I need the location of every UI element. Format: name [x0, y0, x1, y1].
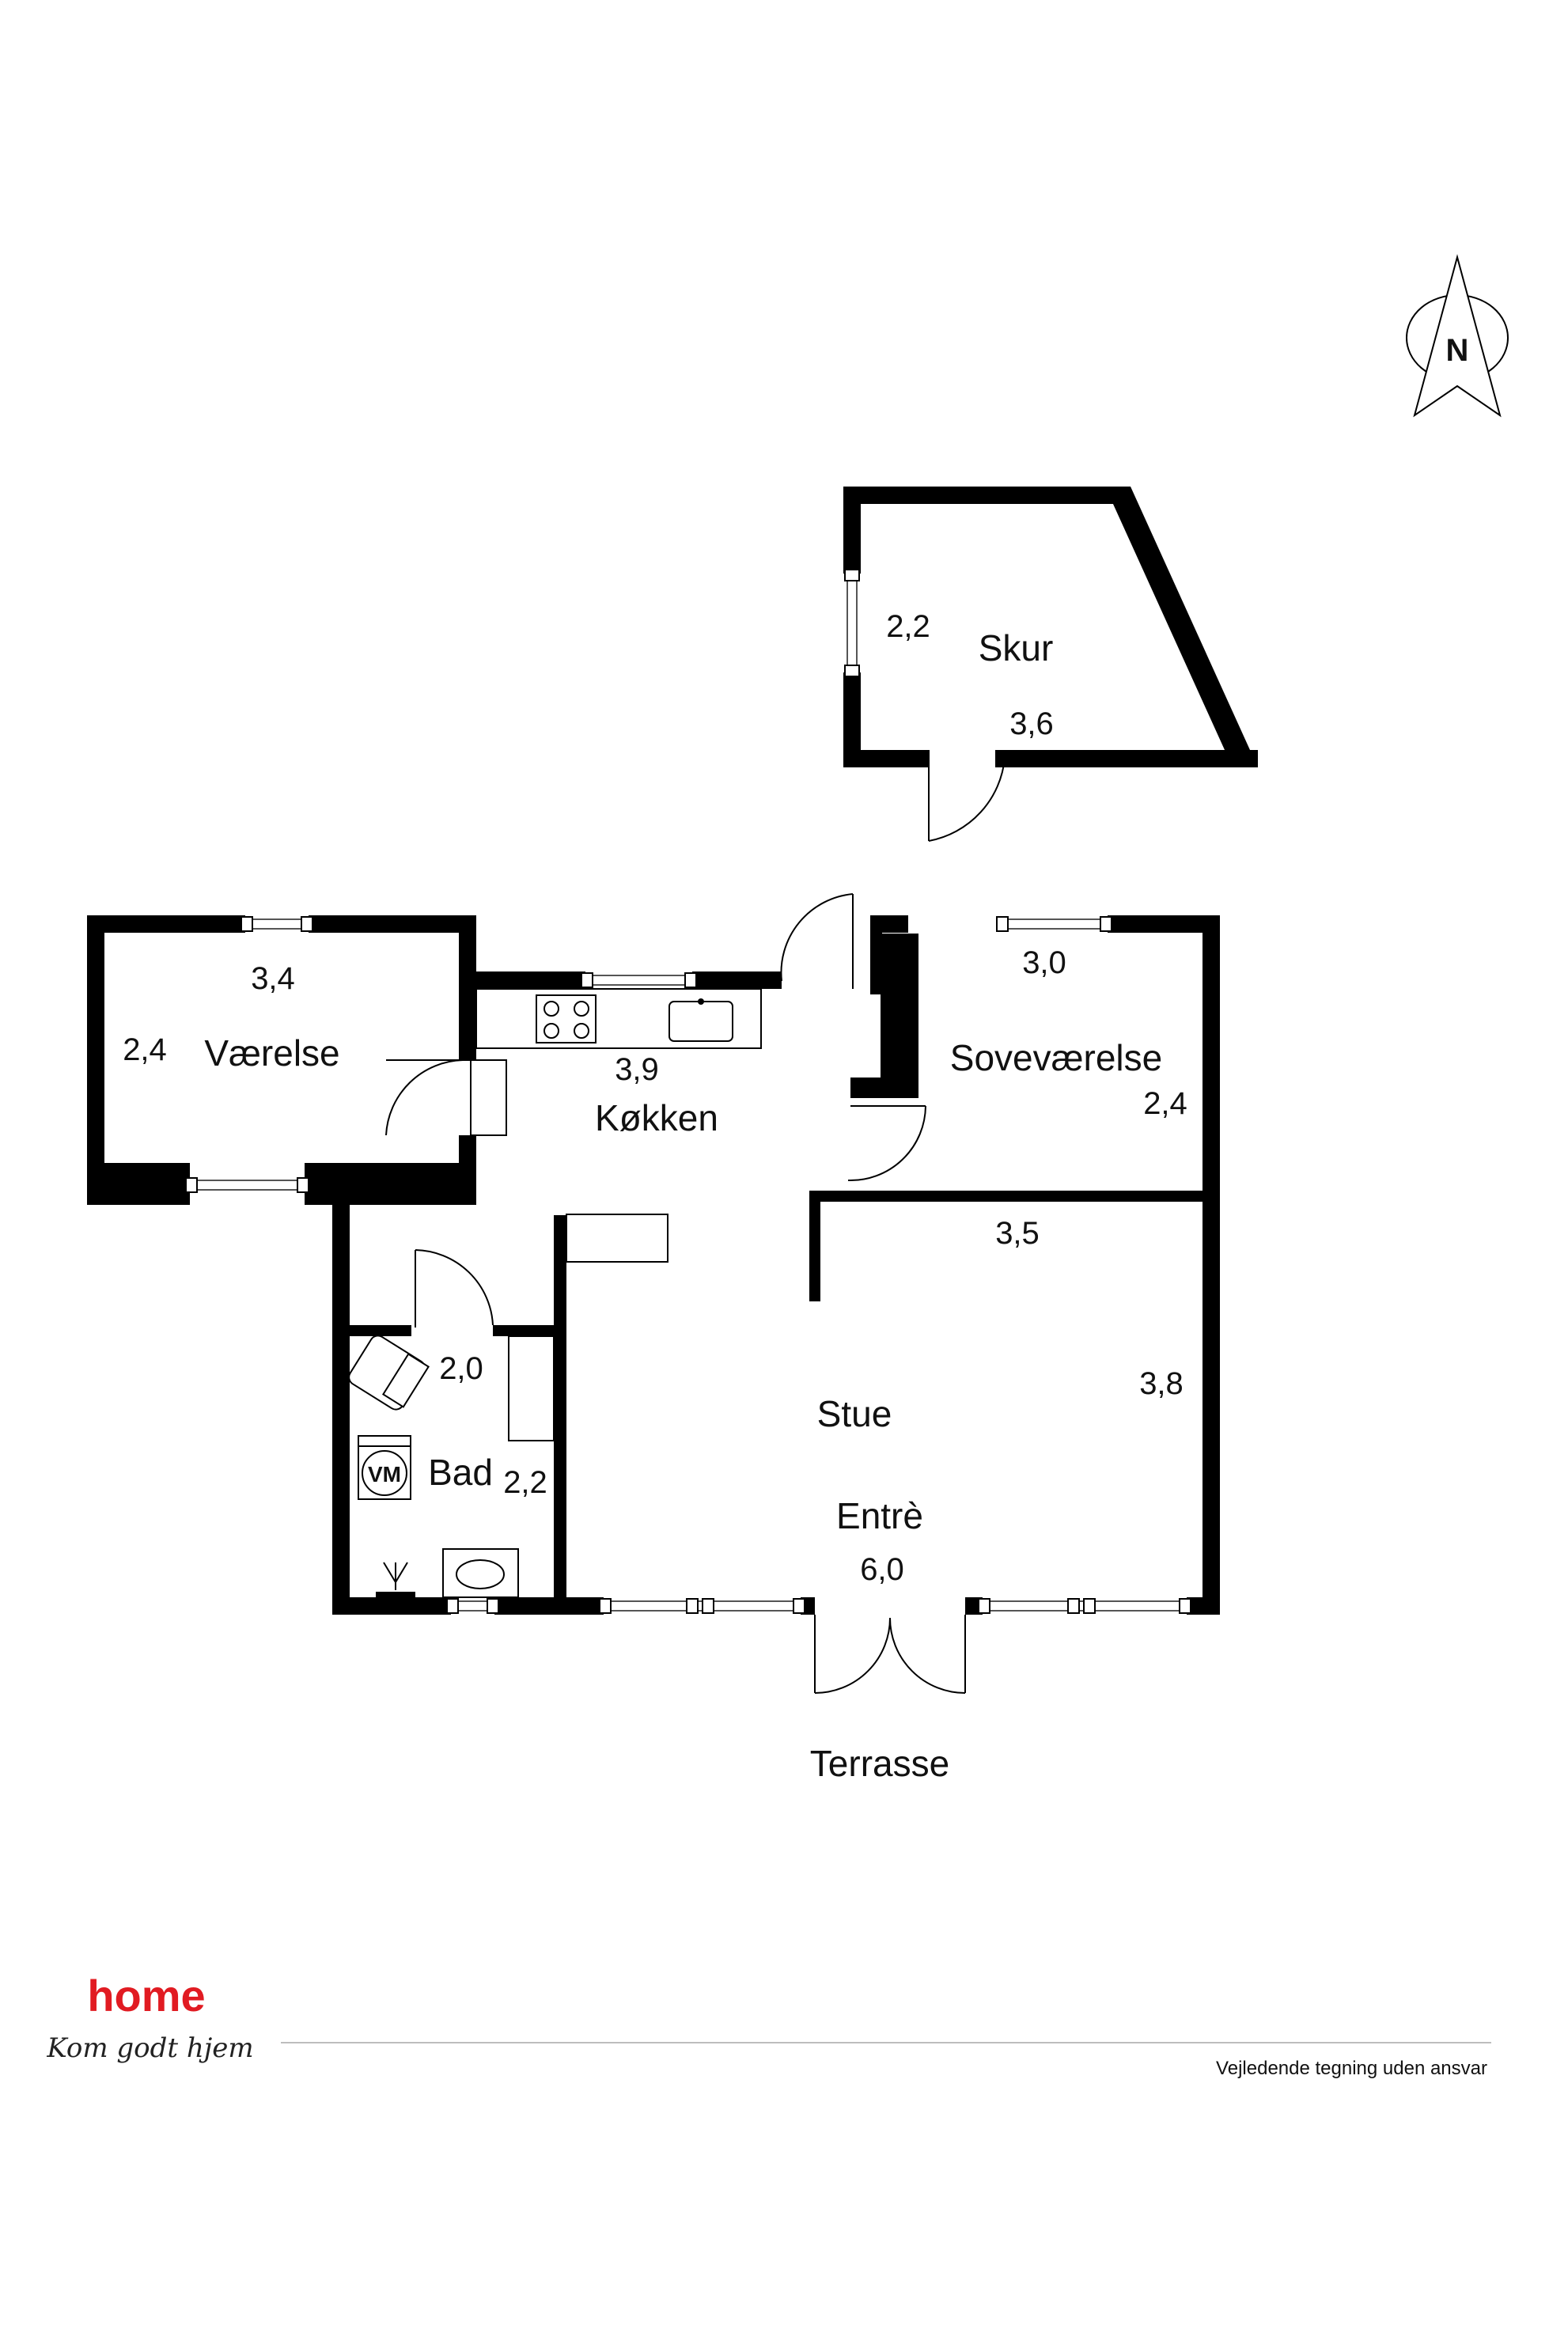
bathroom-sink-icon [442, 1548, 519, 1598]
room-label-kokken: Køkken [595, 1097, 718, 1138]
dim-sovevaerelse-depth: 2,4 [1143, 1086, 1187, 1121]
dim-skur-depth: 2,2 [886, 609, 930, 644]
compass-label: N [1446, 333, 1469, 368]
dim-vaerelse-width: 3,4 [251, 961, 295, 996]
dim-skur-width: 3,6 [1009, 706, 1054, 741]
toilet-icon [348, 1335, 430, 1411]
washing-machine-icon: VM [358, 1435, 411, 1500]
dim-bad-width: 2,0 [439, 1351, 483, 1386]
dim-sovevaerelse-width: 3,0 [1022, 945, 1066, 980]
bathroom-cabinet [508, 1335, 555, 1441]
kitchen-sink-icon [668, 998, 733, 1042]
brand-tagline: Kom godt hjem [46, 2032, 253, 2064]
room-label-vaerelse: Værelse [204, 1032, 339, 1074]
floor-drain-icon [376, 1562, 415, 1598]
doors [385, 893, 966, 1694]
outdoor-label-terrasse: Terrasse [810, 1743, 949, 1784]
room-label-sovevaerelse: Soveværelse [950, 1037, 1162, 1078]
dim-bad-depth: 2,2 [503, 1465, 547, 1500]
shed-walls [843, 487, 1258, 767]
brand-logo: home [87, 1971, 205, 2021]
dim-stue-depth: 3,8 [1139, 1366, 1184, 1401]
room-label-entre: Entrè [836, 1495, 923, 1536]
windows [185, 916, 1191, 1614]
room-label-stue: Stue [817, 1393, 892, 1434]
main-walls [87, 915, 1220, 1615]
disclaimer-text: Vejledende tegning uden ansvar [1216, 2058, 1487, 2079]
shed-window [844, 569, 860, 677]
breakfast-counter [566, 1214, 668, 1263]
dim-entre-width: 6,0 [860, 1552, 904, 1587]
room-label-skur: Skur [979, 627, 1054, 668]
dim-kokken-width: 3,9 [615, 1052, 659, 1087]
dim-vaerelse-depth: 2,4 [123, 1032, 167, 1067]
north-compass-icon: N [1406, 254, 1509, 418]
room-label-bad: Bad [428, 1452, 493, 1493]
washer-label: VM [368, 1462, 401, 1487]
dim-stue-width: 3,5 [995, 1216, 1040, 1251]
shed-door [919, 750, 1006, 842]
